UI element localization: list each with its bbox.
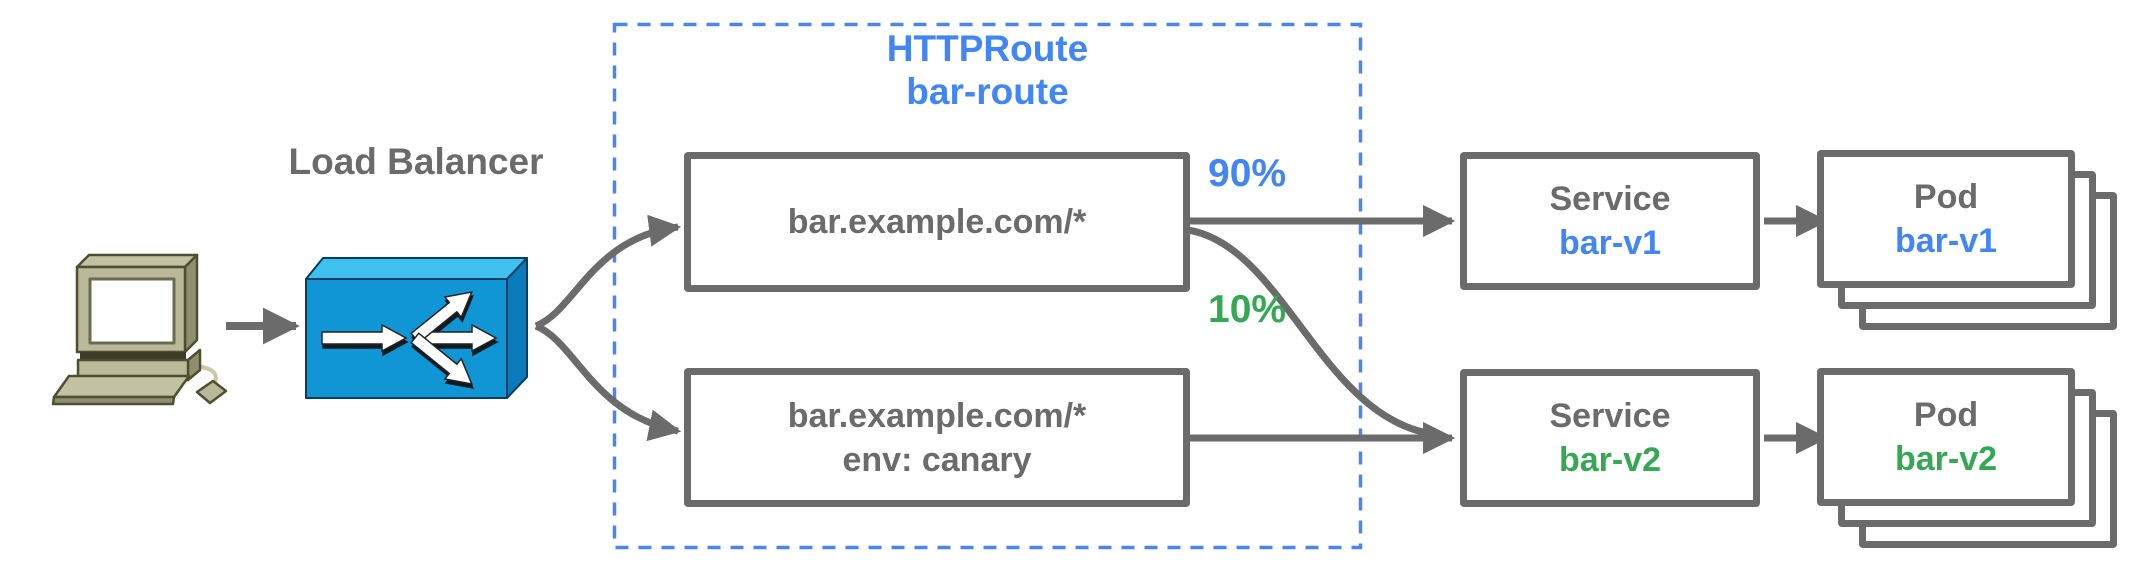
pod-stack-bar-v2: Pod bar-v2: [1817, 368, 2119, 550]
keyboard-front: [51, 395, 176, 406]
service-box-bar-v1: Service bar-v1: [1460, 152, 1760, 290]
httproute-dashed-boundary: [612, 22, 1363, 550]
keyboard-top: [52, 374, 191, 399]
lb-arrow-out-down: [410, 332, 473, 385]
rule-header-match: env: canary: [842, 440, 1032, 479]
load-balancer-icon: [305, 257, 528, 399]
connector-lb-to-rule1: [534, 214, 682, 330]
lb-arrows: [321, 291, 498, 385]
desktop-computer-icon: [51, 253, 228, 406]
service-name: bar-v1: [1558, 224, 1662, 262]
rule-box-bar-canary: bar.example.com/* env: canary: [684, 368, 1190, 507]
monitor-side: [183, 253, 199, 354]
service-box-bar-v2: Service bar-v2: [1460, 369, 1760, 507]
httproute-kind: HTTPRoute: [886, 28, 1089, 69]
service-name: bar-v2: [1558, 441, 1662, 479]
lb-side-face: [506, 257, 528, 399]
service-kind: Service: [1549, 180, 1671, 218]
httproute-title: HTTPRoute bar-route: [613, 27, 1362, 113]
weight-label-10: 10%: [1208, 288, 1287, 331]
pod-kind: Pod: [1913, 178, 1979, 216]
rule-host: bar.example.com/*: [787, 396, 1087, 435]
rule-host: bar.example.com/*: [787, 203, 1087, 241]
pod-name: bar-v1: [1894, 222, 1998, 260]
service-kind: Service: [1549, 397, 1671, 435]
httproute-name: bar-route: [906, 71, 1069, 112]
monitor-top: [75, 253, 199, 269]
pod-kind: Pod: [1913, 396, 1979, 434]
connector-rule1-to-service2: [1187, 226, 1441, 439]
load-balancer-label: Load Balancer: [288, 141, 544, 182]
weight-label-90: 90%: [1208, 152, 1287, 195]
monitor-neck: [80, 352, 186, 360]
lb-arrow-in: [321, 323, 408, 353]
connector-lb-to-rule2: [534, 322, 682, 442]
pod-card-front: Pod bar-v1: [1817, 150, 2075, 288]
pod-stack-bar-v1: Pod bar-v1: [1817, 150, 2119, 332]
rule-box-bar: bar.example.com/*: [684, 152, 1190, 292]
pod-card-front: Pod bar-v2: [1817, 368, 2075, 506]
mouse-body: [195, 379, 228, 405]
lb-top-face: [305, 257, 528, 280]
monitor-screen: [88, 277, 176, 345]
pod-name: bar-v2: [1894, 440, 1998, 478]
